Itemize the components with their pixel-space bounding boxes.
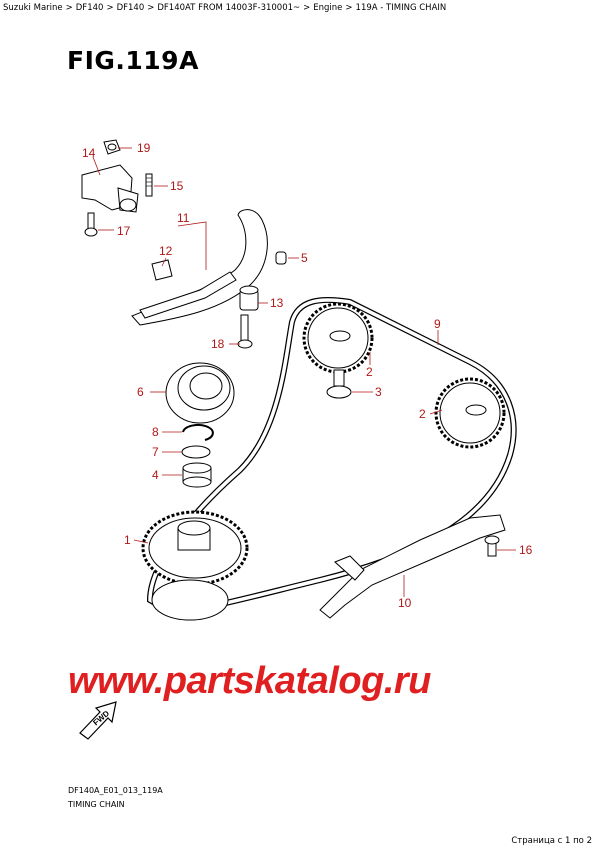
callout-17[interactable]: 17	[117, 224, 131, 238]
breadcrumb-link-suzuki-marine[interactable]: Suzuki Marine	[3, 3, 63, 13]
callout-13[interactable]: 13	[270, 296, 284, 310]
part-3-bolt[interactable]	[326, 369, 352, 399]
part-17-bolt[interactable]	[84, 212, 98, 237]
callout-1[interactable]: 1	[124, 533, 131, 547]
breadcrumb-link-df140-model[interactable]: DF140	[116, 3, 145, 13]
breadcrumb: Suzuki Marine>DF140>DF140>DF140AT FROM 1…	[3, 3, 446, 13]
breadcrumb-link-df140[interactable]: DF140	[75, 3, 104, 13]
breadcrumb-link-df140at[interactable]: DF140AT FROM 14003F-310001~	[157, 3, 301, 13]
callout-2-upper[interactable]: 2	[366, 365, 373, 379]
breadcrumb-separator: >	[303, 3, 311, 13]
part-2-cam-sprocket-lower[interactable]	[434, 377, 506, 449]
part-2-cam-sprocket-upper[interactable]	[302, 302, 374, 374]
part-16-bolt[interactable]	[484, 535, 500, 557]
part-5-pin[interactable]	[275, 251, 287, 265]
fwd-arrow-icon: FWD	[79, 701, 117, 740]
part-4-bushing[interactable]	[182, 462, 212, 488]
callout-7[interactable]: 7	[152, 445, 159, 459]
leader-12	[161, 257, 167, 267]
callout-3[interactable]: 3	[375, 385, 382, 399]
callout-4[interactable]: 4	[152, 468, 159, 482]
part-10-chain-guide[interactable]	[319, 514, 506, 619]
breadcrumb-separator: >	[65, 3, 73, 13]
figure-code: DF140A_E01_013_119A	[68, 786, 163, 795]
figure-name: TIMING CHAIN	[68, 800, 125, 809]
leader-2b	[429, 409, 443, 415]
part-15-stud[interactable]	[145, 173, 153, 197]
part-18-bolt[interactable]	[237, 314, 253, 349]
leader-14	[92, 156, 101, 176]
callout-14[interactable]: 14	[82, 146, 96, 160]
watermark-logo: www.partskatalog.ru	[68, 660, 431, 702]
callout-15[interactable]: 15	[170, 179, 184, 193]
part-19-nut[interactable]	[103, 139, 121, 155]
part-11-chain-guide[interactable]	[131, 209, 268, 326]
callout-2-lower[interactable]: 2	[419, 407, 426, 421]
callout-8[interactable]: 8	[152, 425, 159, 439]
breadcrumb-separator: >	[147, 3, 155, 13]
part-7-ring[interactable]	[181, 445, 211, 459]
callout-5[interactable]: 5	[301, 251, 308, 265]
callout-19[interactable]: 19	[137, 141, 151, 155]
callout-9[interactable]: 9	[434, 317, 441, 331]
callout-12[interactable]: 12	[159, 244, 173, 258]
part-8-circlip[interactable]	[182, 423, 214, 441]
callout-10[interactable]: 10	[398, 596, 412, 610]
callout-18[interactable]: 18	[211, 337, 225, 351]
part-13-spacer[interactable]	[239, 285, 259, 311]
pager-text[interactable]: Страница с 1 по 2	[511, 836, 592, 846]
breadcrumb-current: 119A - TIMING CHAIN	[355, 3, 447, 13]
callout-16[interactable]: 16	[519, 543, 533, 557]
timing-chain-inner	[148, 298, 516, 614]
part-6-bearing[interactable]	[165, 362, 235, 424]
part-12-guide-pad[interactable]	[151, 259, 173, 281]
breadcrumb-separator: >	[345, 3, 353, 13]
part-14-bracket[interactable]	[81, 164, 139, 213]
leader-11	[177, 221, 207, 270]
figure-title: FIG.119A	[67, 46, 199, 75]
leader-1	[133, 539, 149, 544]
part-1-crank-gear[interactable]	[141, 510, 249, 621]
breadcrumb-separator: >	[106, 3, 114, 13]
breadcrumb-link-engine[interactable]: Engine	[313, 3, 343, 13]
callout-11[interactable]: 11	[177, 211, 190, 225]
callout-6[interactable]: 6	[137, 385, 144, 399]
